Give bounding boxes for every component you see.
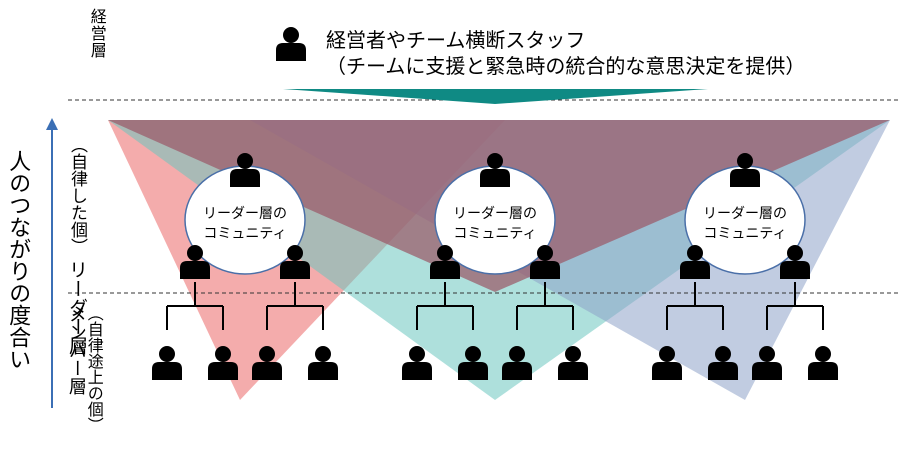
layer-member-name: メンバー層 [65,305,87,395]
layer-leader-note: （自律した個） [66,136,87,255]
layer-label-member: （自律途上の個） メンバー層 [65,305,104,461]
member-person-icon [308,346,338,380]
executive-subtitle: （チームに支援と緊急時の統合的な意思決定を提供） [326,54,806,78]
member-person-icon [152,346,182,380]
community-label-line2: コミュニティ [703,226,786,242]
community-label-line1: リーダー層の [703,206,787,222]
connection-degree-label: 人のつながりの度合い [5,150,31,370]
member-tree-lines [166,282,824,330]
community-label-line2: コミュニティ [203,226,286,242]
executive-title: 経営者やチーム横断スタッフ [326,28,586,52]
layer-label-leader: （自律した個） リーダー層 [65,136,88,356]
layer-label-executive: 経営層 [87,8,107,59]
executive-funnel [283,89,708,104]
connection-axis-arrow [46,118,58,408]
community-label-line1: リーダー層の [453,206,537,222]
member-person-icon [808,346,838,380]
community-label-line1: リーダー層の [203,206,287,222]
layer-member-note: （自律途上の個） [84,305,104,433]
executive-person-icon [276,27,306,61]
community-label-line2: コミュニティ [453,226,536,242]
layer-leader-name: リーダー層 [65,260,88,356]
